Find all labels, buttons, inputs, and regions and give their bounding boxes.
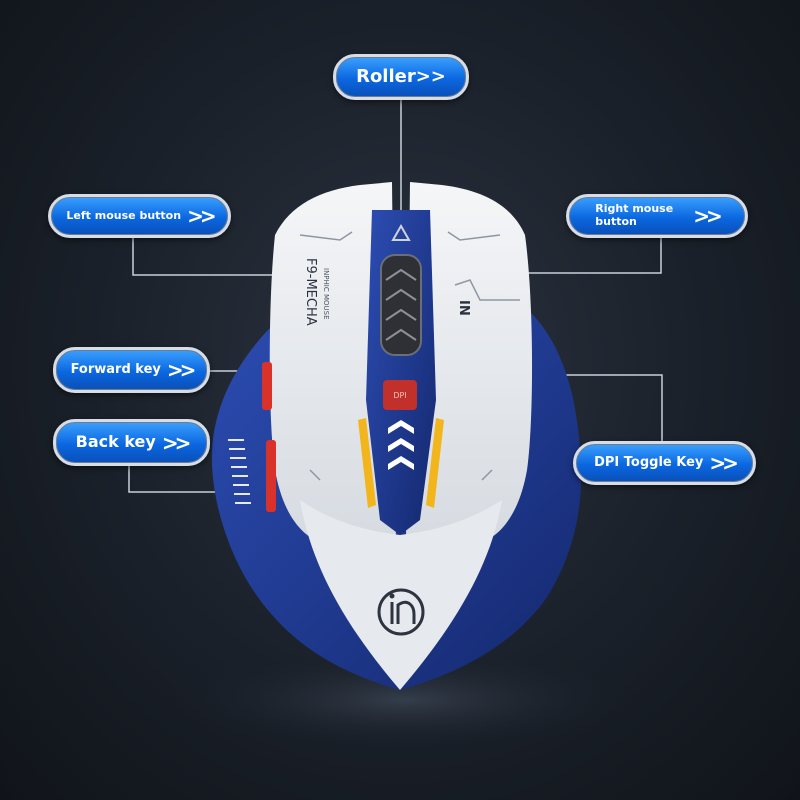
callout-back-key: Back key >>: [53, 419, 210, 466]
callout-right-mouse-button: Right mouse button >>: [566, 194, 748, 238]
callout-back-key-label: Back key: [75, 432, 156, 452]
side-vents: [228, 439, 251, 504]
mouse-palm: [300, 500, 502, 690]
chevron-right-icon: >>: [187, 204, 216, 228]
callout-roller: Roller>>: [333, 54, 469, 100]
forward-button: [262, 362, 272, 410]
model-text: F9-MECHA: [303, 258, 318, 326]
callout-right-line1: Right mouse: [595, 202, 674, 216]
chevron-right-icon: >>: [161, 430, 191, 455]
brand-logo: [377, 588, 425, 636]
dpi-button-text: DPI: [393, 391, 406, 400]
brand-sub-text: INPHIC MOUSE: [322, 268, 330, 320]
callout-right-mouse-button-label: Right mouse button: [595, 203, 673, 228]
spine-chevrons: [388, 420, 414, 470]
dpi-button: [383, 380, 417, 410]
callout-left-mouse-button: Left mouse button >>: [48, 194, 231, 238]
callout-dpi-toggle-key: DPI Toggle Key >>: [573, 441, 756, 485]
chevron-right-icon: >>: [166, 358, 196, 382]
shell-mark-in: IN: [456, 300, 471, 316]
scroll-wheel: [380, 254, 422, 356]
yellow-accent-left: [358, 418, 376, 508]
callout-left-mouse-button-label: Left mouse button: [66, 208, 182, 222]
chevron-right-icon: >>: [693, 204, 722, 228]
chevron-right-icon: >>: [709, 451, 738, 475]
callout-forward-key-label: Forward key: [70, 361, 161, 377]
callout-forward-key: Forward key >>: [53, 347, 210, 393]
yellow-accent-right: [426, 418, 444, 508]
callout-dpi-toggle-key-label: DPI Toggle Key: [594, 454, 704, 470]
callout-roller-label: Roller>>: [356, 65, 446, 87]
back-button: [266, 440, 276, 512]
callout-right-line2: button: [595, 215, 637, 228]
